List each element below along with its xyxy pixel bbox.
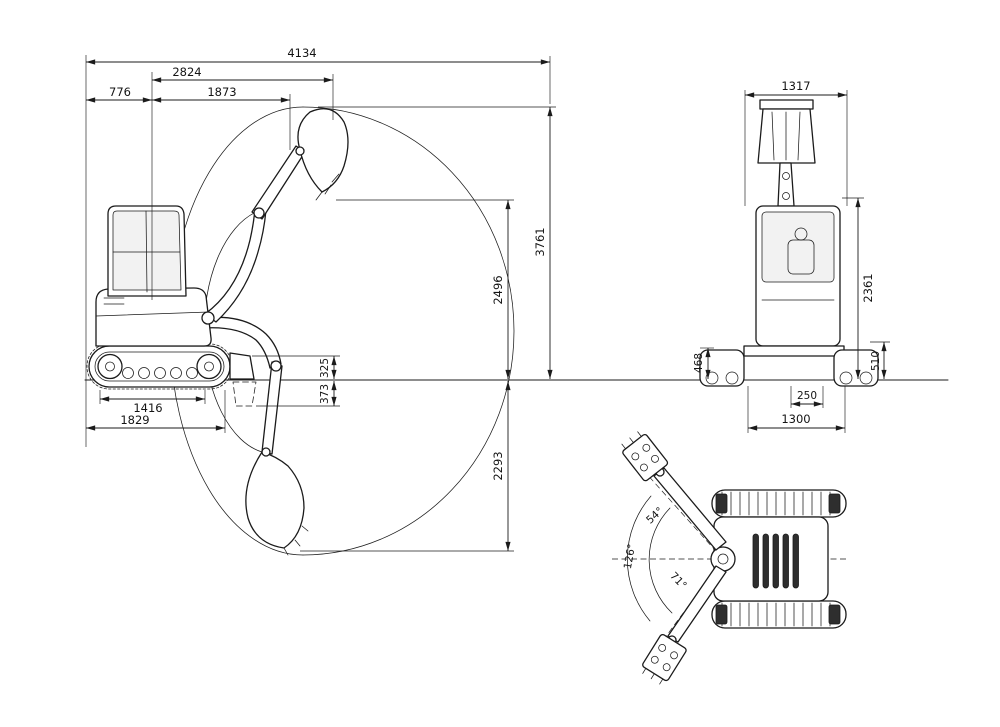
- dim-1317-label: 1317: [781, 79, 810, 93]
- top-boom-lower: [667, 565, 727, 643]
- idler-wheel: [97, 353, 123, 380]
- top-boom-upper: [653, 467, 727, 551]
- top-bucket-upper: [621, 431, 669, 482]
- dim-776-label: 776: [109, 85, 131, 99]
- cab-window: [112, 210, 182, 291]
- boom-arm-down-position: [203, 316, 309, 556]
- dim-1829-label: 1829: [120, 413, 149, 427]
- angle-71-label: 71°: [667, 570, 689, 592]
- road-wheels: [122, 367, 198, 379]
- idler-hub: [105, 361, 115, 372]
- dim-4134-label: 4134: [287, 46, 316, 60]
- rear-cab-window: [761, 211, 835, 283]
- working-range-arcs: [169, 106, 515, 556]
- top-track-lower-motor-right: [828, 604, 841, 625]
- top-view: 54° 126° 71°: [612, 431, 847, 685]
- top-engine-grille: [752, 533, 799, 589]
- swing-arc-inner: [648, 507, 673, 614]
- top-view-machine: [612, 431, 847, 685]
- rear-headrest: [794, 227, 808, 241]
- side-view-body: [95, 287, 212, 347]
- joint-upper-1: [253, 207, 265, 219]
- swing-arc-outer: [627, 495, 652, 622]
- side-view-dimensions: 4134 2824 776 1873 3761 2496 2293: [85, 46, 556, 552]
- dim-250-label: 250: [797, 390, 817, 402]
- envelope-arc-outer: [302, 106, 515, 556]
- arm-lower: [261, 361, 283, 455]
- track-inner: [94, 351, 225, 382]
- boom-foot-pin: [201, 311, 215, 325]
- dim-1300-label: 1300: [781, 412, 810, 426]
- dim-2361-label: 2361: [861, 273, 875, 302]
- bucket-top: [297, 108, 349, 193]
- rear-frame: [743, 345, 845, 357]
- bucket-bottom: [245, 451, 305, 549]
- top-track-upper-motor-right: [828, 493, 841, 514]
- rear-bucket: [757, 108, 816, 164]
- rear-view: 1317 2361 468 510 250 1300: [693, 79, 890, 433]
- blade-raised: [229, 352, 255, 380]
- dim-325-label: 325: [319, 358, 331, 378]
- boom-arm-up-position: [201, 108, 349, 325]
- dim-1416-label: 1416: [133, 401, 162, 415]
- side-view-tracks: [86, 343, 233, 390]
- dim-2293-label: 2293: [491, 451, 505, 480]
- side-view-cab: [107, 205, 187, 297]
- top-track-lower-motor-left: [715, 604, 728, 625]
- rear-bucket-lip: [759, 99, 814, 110]
- top-bucket-lower: [642, 633, 687, 685]
- blade-lowered: [232, 381, 257, 407]
- side-view: 4134 2824 776 1873 3761 2496 2293: [85, 46, 556, 556]
- cab-mullions: [112, 210, 181, 293]
- dozer-blade: [229, 352, 257, 407]
- dim-468-label: 468: [693, 353, 705, 373]
- top-track-upper: [711, 489, 847, 518]
- dim-373-label: 373: [319, 384, 331, 404]
- top-track-upper-motor-left: [715, 493, 728, 514]
- engine-house: [95, 287, 212, 347]
- house-vents: [103, 297, 125, 305]
- rear-view-dimensions: 1317 2361 468 510 250 1300: [693, 79, 890, 433]
- rear-view-machine: [699, 99, 879, 387]
- dim-2496-label: 2496: [491, 275, 505, 304]
- dim-3761-label: 3761: [533, 227, 547, 256]
- boom-upper: [204, 207, 267, 323]
- rear-bucket-ribs: [771, 111, 801, 161]
- joint-lower-2: [261, 447, 271, 457]
- joint-lower-1: [270, 360, 282, 372]
- dim-510-label: 510: [870, 351, 882, 371]
- top-view-angles: 54° 126° 71°: [622, 505, 689, 592]
- sprocket-wheel: [196, 353, 222, 380]
- bucket-top-teeth: [315, 173, 340, 201]
- dim-1873-label: 1873: [207, 85, 236, 99]
- top-swing-pin: [717, 553, 729, 565]
- rear-arm-pin-1: [782, 172, 790, 180]
- house-seam: [95, 311, 210, 317]
- rear-arm-pin-2: [782, 192, 790, 200]
- angle-54-label: 54°: [644, 505, 666, 526]
- bucket-bottom-teeth: [283, 525, 309, 556]
- joint-upper-2: [295, 146, 305, 156]
- angle-126-label: 126°: [622, 543, 638, 570]
- top-track-lower: [711, 600, 847, 629]
- dim-2824-label: 2824: [172, 65, 201, 79]
- rear-track-left: [699, 349, 745, 387]
- sprocket-hub: [204, 361, 214, 372]
